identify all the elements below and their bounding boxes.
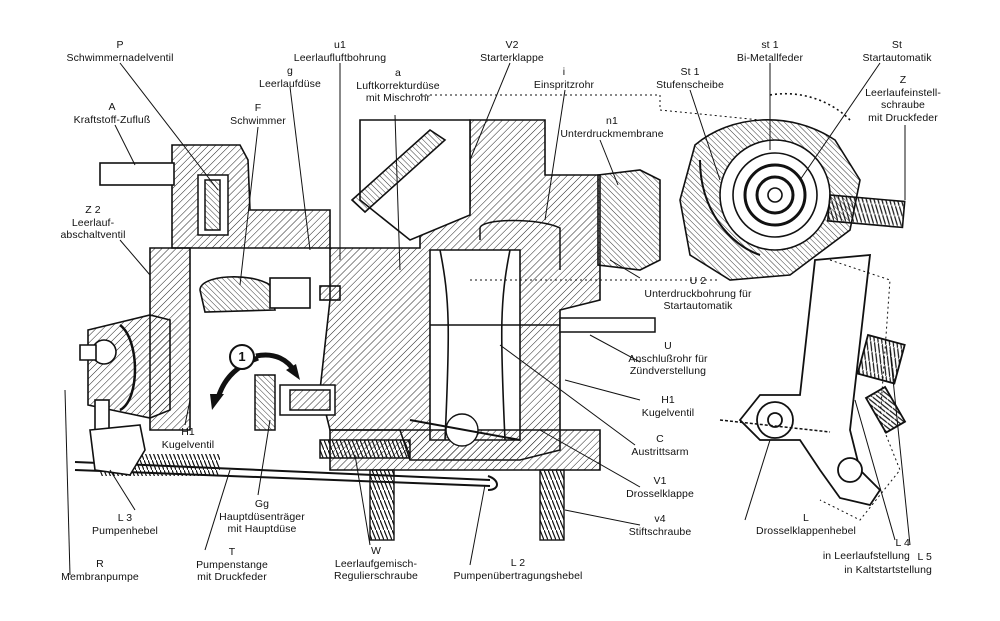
label-St1: St 1 Stufenscheibe: [656, 66, 724, 91]
label-V2: V2 Starterklappe: [480, 39, 544, 64]
label-U2: U 2 Unterdruckbohrung für Startautomatik: [644, 275, 752, 312]
label-v4: v4 Stiftschraube: [628, 513, 692, 538]
label-L4: L 4 in Leerlaufstellung: [822, 537, 910, 562]
label-P: P Schwimmernadelventil: [66, 39, 174, 64]
float: [199, 276, 341, 313]
main-jet-carrier: [254, 374, 336, 431]
flow-marker-badge: 1: [229, 344, 255, 370]
leader-lines: [64, 62, 911, 576]
label-C: C Austrittsarm: [631, 433, 689, 458]
label-H1-right: H1 Kugelventil: [641, 394, 695, 419]
label-U: U Anschlußrohr für Zündverstellung: [628, 340, 708, 377]
label-W: W Leerlaufgemisch- Regulierschraube: [334, 545, 418, 582]
label-Gg: Gg Hauptdüsenträger mit Hauptdüse: [219, 498, 305, 535]
label-a: a Luftkorrekturdüse mit Mischrohr: [356, 67, 440, 104]
label-V1: V1 Drosselklappe: [626, 475, 694, 500]
label-Z2: Z 2 Leerlauf- abschaltventil: [60, 204, 126, 241]
label-L5: L 5 in Kaltstartstellung: [844, 551, 932, 576]
label-Z: Z Leerlaufeinstell- schraube mit Druckfe…: [865, 74, 941, 124]
label-L: L Drosselklappenhebel: [756, 512, 856, 537]
pump-lever: [89, 424, 146, 476]
label-R: R Membranpumpe: [61, 558, 139, 583]
label-u1: u1 Leerlaufluftbohrung: [293, 39, 387, 64]
label-i: i Einspritzrohr: [533, 66, 595, 91]
label-H1-left: H1 Kugelventil: [161, 426, 215, 451]
label-A: A Kraftstoff-Zufluß: [73, 101, 151, 126]
label-n1: n1 Unterdruckmembrane: [560, 115, 664, 140]
label-T: T Pumpenstange mit Druckfeder: [196, 546, 268, 583]
membrane-pump: [79, 314, 171, 436]
ignition-tube: [430, 317, 656, 333]
label-F: F Schwimmer: [230, 102, 286, 127]
throttle-lever: [719, 254, 907, 507]
label-st1: st 1 Bi-Metallfeder: [736, 39, 804, 64]
label-St: St Startautomatik: [862, 39, 932, 64]
label-g: g Leerlaufdüse: [259, 65, 321, 90]
label-L2: L 2 Pumpenübertragungshebel: [453, 557, 583, 582]
outline-dotted: [420, 94, 761, 281]
automatic-choke: [679, 92, 906, 281]
lever-dotted-outline: [819, 259, 901, 521]
stud-screws: [369, 469, 565, 541]
needle-valve: [197, 174, 229, 236]
carburetor-body: [99, 119, 661, 471]
idle-mixture-screw: [319, 439, 411, 459]
label-L3: L 3 Pumpenhebel: [92, 512, 158, 537]
flow-marker-number: 1: [238, 349, 246, 364]
throttle-valve: [409, 413, 521, 447]
choke-flap: [479, 219, 561, 270]
